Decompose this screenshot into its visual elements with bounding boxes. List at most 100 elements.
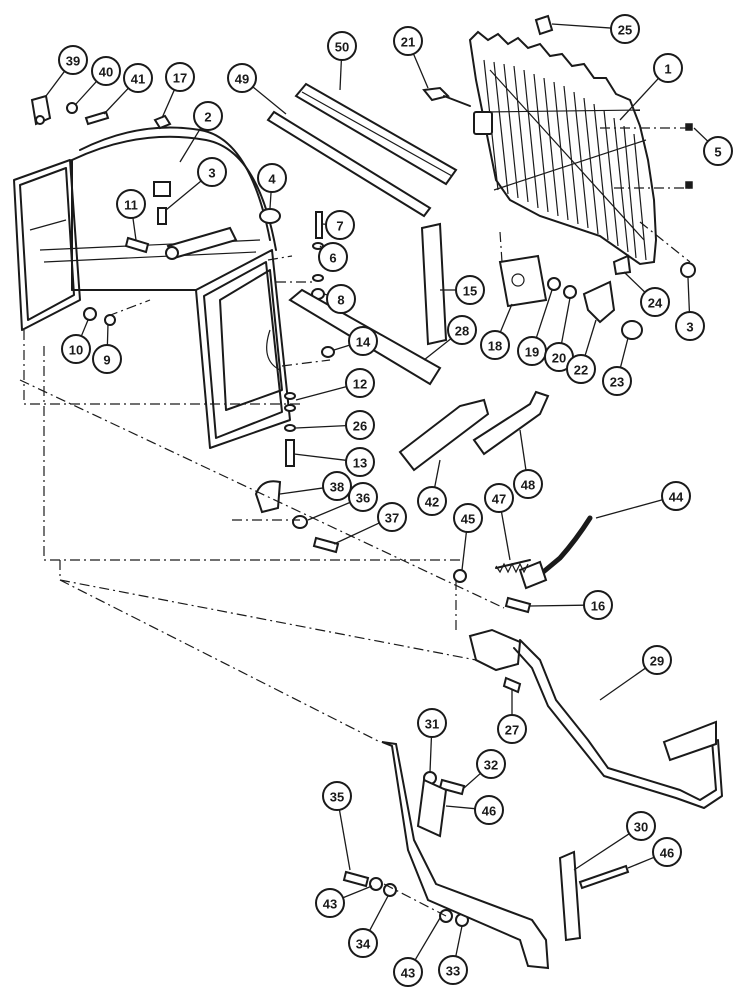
callout-number: 25 (618, 23, 632, 38)
callout-circle (640, 287, 670, 317)
callout-number: 30 (634, 820, 648, 835)
callout-circle (377, 502, 407, 532)
callout-leader (103, 87, 129, 115)
callout-leader (519, 429, 527, 471)
callout-circle (497, 714, 527, 744)
callout-leader (45, 70, 66, 97)
callout-number: 3 (686, 320, 693, 335)
callout-number: 11 (124, 198, 138, 213)
callout-16: 16 (583, 590, 613, 620)
callout-circle (583, 590, 613, 620)
callout-3: 3 (675, 311, 705, 341)
parts-drawing (13, 14, 723, 970)
callout-circle (476, 749, 506, 779)
callout-number: 39 (66, 54, 80, 69)
callout-12: 12 (345, 368, 375, 398)
callout-number: 7 (336, 219, 343, 234)
callout-leader (269, 191, 272, 209)
callout-circle (58, 45, 88, 75)
callout-circle (123, 63, 153, 93)
callout-leaders (45, 23, 709, 961)
callout-circle (661, 481, 691, 511)
callout-circle (326, 284, 356, 314)
callout-leader (455, 925, 463, 957)
callout-34: 34 (348, 928, 378, 958)
callout-circle (652, 837, 682, 867)
callout-number: 33 (446, 964, 460, 979)
callout-leader (179, 127, 202, 163)
callout-leader (293, 453, 347, 461)
lever-arm (381, 741, 630, 970)
callout-46: 46 (652, 837, 682, 867)
callout-2: 2 (193, 101, 223, 131)
callout-42: 42 (417, 486, 447, 516)
callout-number: 14 (356, 335, 371, 350)
callout-leader (339, 59, 343, 91)
callout-circle (513, 469, 543, 499)
callout-circle (345, 410, 375, 440)
callout-number: 3 (208, 166, 215, 181)
callout-circle (642, 645, 672, 675)
callout-number: 12 (353, 377, 367, 392)
callout-5: 5 (703, 136, 733, 166)
callout-43: 43 (393, 957, 423, 987)
callout-39: 39 (58, 45, 88, 75)
callout-circle (318, 242, 348, 272)
callout-number: 26 (353, 419, 367, 434)
callout-circle (417, 486, 447, 516)
callout-leader (693, 127, 709, 142)
callout-leader (627, 856, 655, 869)
assembly-lines (19, 127, 692, 917)
callout-circle (602, 366, 632, 396)
callout-circle (322, 471, 352, 501)
callout-18: 18 (480, 330, 510, 360)
callout-44: 44 (661, 481, 691, 511)
callout-26: 26 (345, 410, 375, 440)
callout-24: 24 (640, 287, 670, 317)
callout-number: 43 (323, 897, 337, 912)
callout-27: 27 (497, 714, 527, 744)
callout-number: 41 (131, 72, 145, 87)
callout-leader (573, 833, 630, 871)
callout-number: 1 (664, 62, 671, 77)
callout-leader (500, 511, 511, 561)
callout-leader (619, 337, 629, 368)
callout-25: 25 (610, 14, 640, 44)
grille (468, 30, 658, 266)
callout-number: 35 (330, 790, 344, 805)
callout-number: 23 (610, 375, 624, 390)
callout-number: 34 (356, 937, 371, 952)
callout-number: 18 (488, 339, 502, 354)
gas-strut (165, 226, 238, 260)
callout-leader (338, 809, 351, 871)
callout-number: 20 (552, 351, 566, 366)
hardware (30, 14, 696, 927)
callout-circle (165, 62, 195, 92)
callout-15: 15 (455, 275, 485, 305)
callout-circle (91, 56, 121, 86)
callout-29: 29 (642, 645, 672, 675)
callout-number: 13 (353, 456, 367, 471)
callout-circle (327, 31, 357, 61)
callout-leader (461, 531, 468, 571)
callout-number: 2 (204, 110, 211, 125)
callout-number: 8 (337, 293, 344, 308)
callout-49: 49 (227, 63, 257, 93)
callout-circle (653, 53, 683, 83)
callout-leader (429, 736, 433, 773)
bracket-and-rod (468, 628, 723, 809)
callout-number: 49 (235, 72, 249, 87)
callout-circle (325, 210, 355, 240)
callout-number: 19 (525, 345, 539, 360)
callout-37: 37 (377, 502, 407, 532)
callout-number: 47 (492, 492, 506, 507)
callout-circle (315, 888, 345, 918)
callout-50: 50 (327, 31, 357, 61)
callout-circle (484, 483, 514, 513)
callout-number: 46 (482, 804, 496, 819)
callout-number: 43 (401, 966, 415, 981)
callout-number: 37 (385, 511, 399, 526)
callout-leader (619, 77, 659, 121)
radiator-shroud (13, 126, 291, 449)
callout-leader (414, 917, 441, 961)
